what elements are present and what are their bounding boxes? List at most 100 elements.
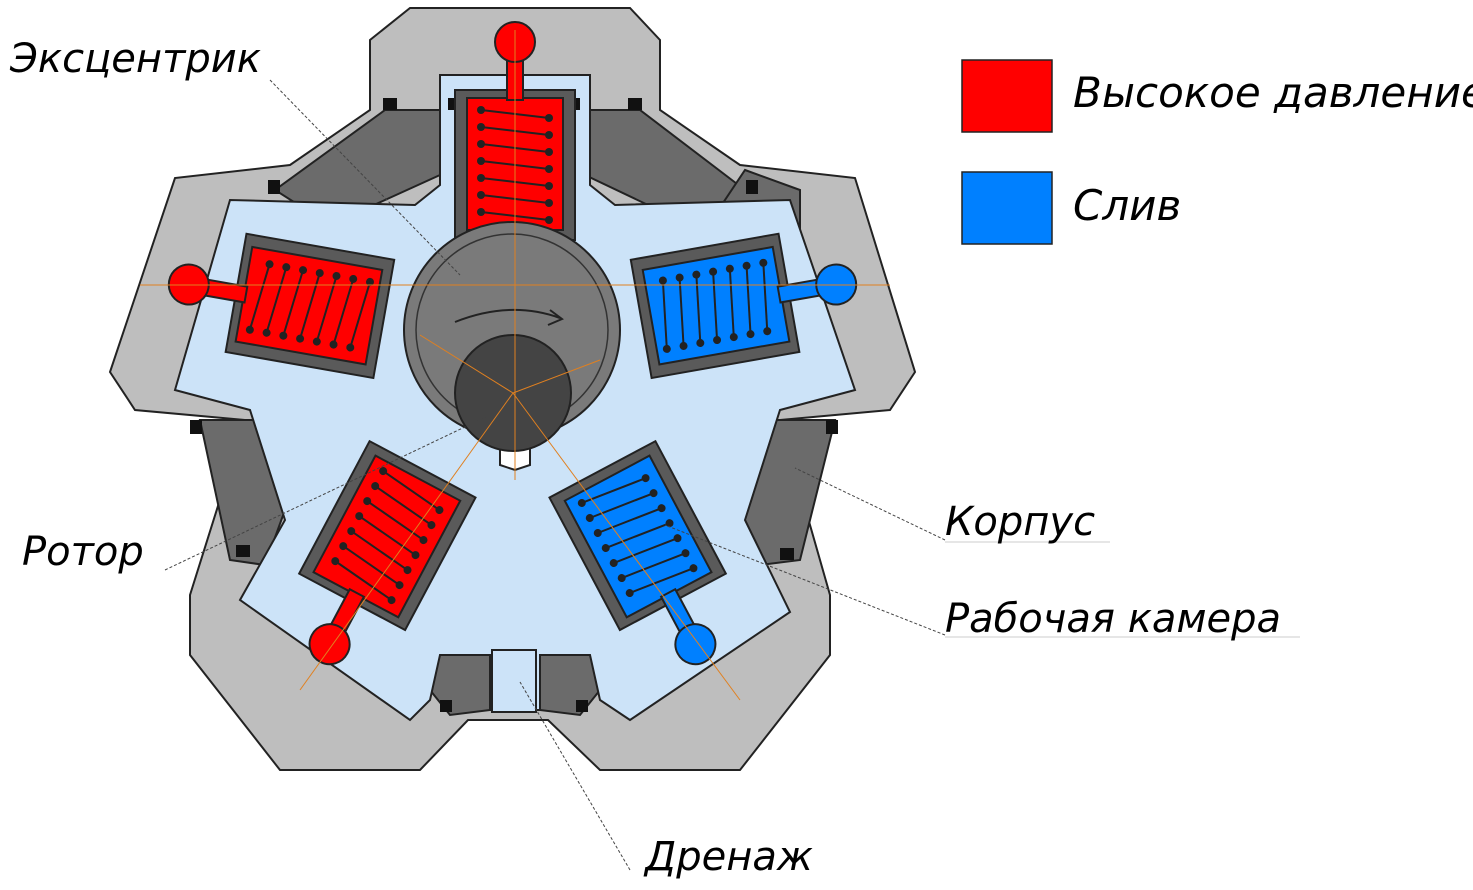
pistons (167, 21, 858, 666)
spring-dot (696, 338, 705, 347)
legend: Высокое давление Слив (961, 59, 1473, 245)
spring-coil (589, 492, 654, 519)
spring-dot (662, 344, 671, 353)
spring-dot (411, 551, 420, 560)
spring-dot (759, 258, 768, 267)
spring-dot (545, 114, 553, 122)
spring-dot (371, 482, 380, 491)
spring-dot (419, 536, 428, 545)
spring-dot (689, 564, 698, 573)
spring-coil (374, 485, 433, 526)
spring-dot (746, 330, 755, 339)
spring-dot (593, 529, 602, 538)
spring-dot (427, 521, 436, 530)
spring-dot (617, 574, 626, 583)
spring-coil (282, 269, 304, 336)
spring-dot (435, 506, 444, 515)
spring-dot (265, 260, 274, 269)
spring-dot (729, 333, 738, 342)
spring-coil (695, 274, 702, 344)
spring-dot (245, 325, 254, 334)
spring-dot (355, 512, 364, 521)
spring-coil (342, 545, 401, 586)
spring-dot (601, 544, 610, 553)
label-housing: Корпус (945, 499, 1095, 545)
spring-dot (477, 208, 485, 216)
spring-dot (332, 272, 341, 281)
spring-coil (762, 262, 769, 332)
spring-coil (334, 560, 393, 601)
spring-coil (581, 477, 646, 504)
spring-dot (387, 596, 396, 605)
spring-dot (681, 549, 690, 558)
spring-dot (577, 498, 586, 507)
spring-dot (477, 174, 485, 182)
label-drain: Дренаж (643, 834, 813, 880)
piston-4 (297, 439, 477, 666)
spring-coil (358, 515, 417, 556)
spring-coil (349, 281, 371, 348)
spring-dot (545, 165, 553, 173)
label-eccentric: Эксцентрик (9, 36, 261, 82)
spring-dot (657, 504, 666, 513)
spring-coil (613, 537, 678, 564)
spring-dot (477, 106, 485, 114)
spring-dot (477, 123, 485, 131)
spring-dot (299, 266, 308, 275)
legend-label-high-pressure: Высокое давление (1073, 68, 1473, 117)
spring-dot (742, 261, 751, 270)
leader-lines (164, 79, 946, 871)
spring-dot (725, 264, 734, 273)
legend-swatch-high-pressure (961, 59, 1053, 133)
spring-dot (545, 182, 553, 190)
spring-dot (649, 489, 658, 498)
spring-dot (262, 328, 271, 337)
spring-dot (379, 467, 388, 476)
spring-coil (350, 530, 409, 571)
spring-dot (545, 131, 553, 139)
spring-dot (331, 557, 340, 566)
piston-3 (548, 439, 728, 666)
spring-dot (395, 581, 404, 590)
spring-dot (709, 267, 718, 276)
spring-dot (329, 340, 338, 349)
spring-dot (477, 191, 485, 199)
spring-dot (675, 273, 684, 282)
spring-dot (339, 542, 348, 551)
spring-coil (661, 280, 668, 349)
spring-dot (679, 341, 688, 350)
piston-5 (167, 232, 396, 380)
spring-dot (403, 566, 412, 575)
legend-label-drain: Слив (1073, 181, 1181, 230)
spring-dot (692, 270, 701, 279)
spring-dot (658, 276, 667, 285)
spring-dot (625, 589, 634, 598)
spring-coil (597, 507, 662, 534)
spring-dot (363, 497, 372, 506)
spring-dot (315, 269, 324, 278)
piston-2 (629, 232, 858, 380)
spring-dot (641, 474, 650, 483)
spring-coil (265, 266, 288, 334)
spring-dot (365, 277, 374, 286)
spring-dot (477, 157, 485, 165)
spring-coil (605, 522, 670, 549)
spring-dot (296, 334, 305, 343)
spring-dot (346, 343, 355, 352)
label-rotor: Ротор (22, 529, 144, 575)
spring-coil (678, 277, 685, 347)
seals (190, 98, 838, 712)
spring-dot (347, 527, 356, 536)
spring-coil (248, 263, 271, 331)
spring-dot (609, 559, 618, 568)
spring-dot (279, 331, 288, 340)
spring-dot (713, 336, 722, 345)
spring-coil (745, 265, 752, 335)
spring-coil (629, 567, 694, 594)
spring-coil (332, 278, 355, 345)
spring-dot (665, 519, 674, 528)
spring-dot (349, 274, 358, 283)
spring-coil (621, 552, 686, 579)
